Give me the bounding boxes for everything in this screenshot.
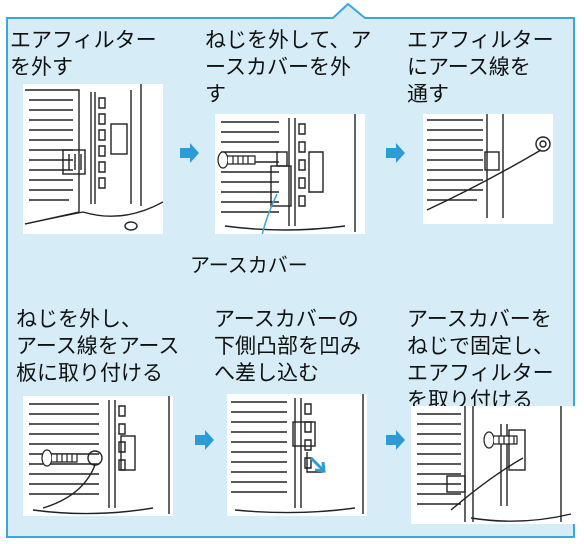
step-1-illustration [23,84,163,234]
arrow-right-icon [386,430,405,450]
arrow-right-icon [180,143,199,163]
step-2-text: ねじを外して、ア ースカバーを外 す [205,28,372,106]
arrow-right-icon [195,430,214,450]
step-2-illustration [215,114,365,234]
screw-icon [41,449,78,467]
step-3-text: エアフィルター にアース線を 通す [407,28,554,106]
step-4-text: ねじを外し、 アース線をアース 板に取り付ける [16,307,180,385]
screw-icon [217,151,256,169]
step-4-illustration [23,396,173,516]
step-6-text: アースカバーを ねじで固定し、 エアフィルター を取り付ける [407,307,554,412]
step-6-illustration [411,406,576,524]
ground-cover-callout: アースカバー [190,253,308,277]
instruction-panel: エアフィルター を外す ねじを外して、ア ースカバーを外 す エアフィルター に… [3,2,578,541]
step-3-illustration [423,114,553,224]
insert-arrow-icon [309,456,326,473]
arrow-right-icon [386,143,405,163]
step-5-text: アースカバーの 下側凸部を凹み へ差し込む [214,307,361,385]
step-1-text: エアフィルター を外す [10,28,157,79]
step-5-illustration [227,394,367,516]
screw-icon [483,431,518,449]
